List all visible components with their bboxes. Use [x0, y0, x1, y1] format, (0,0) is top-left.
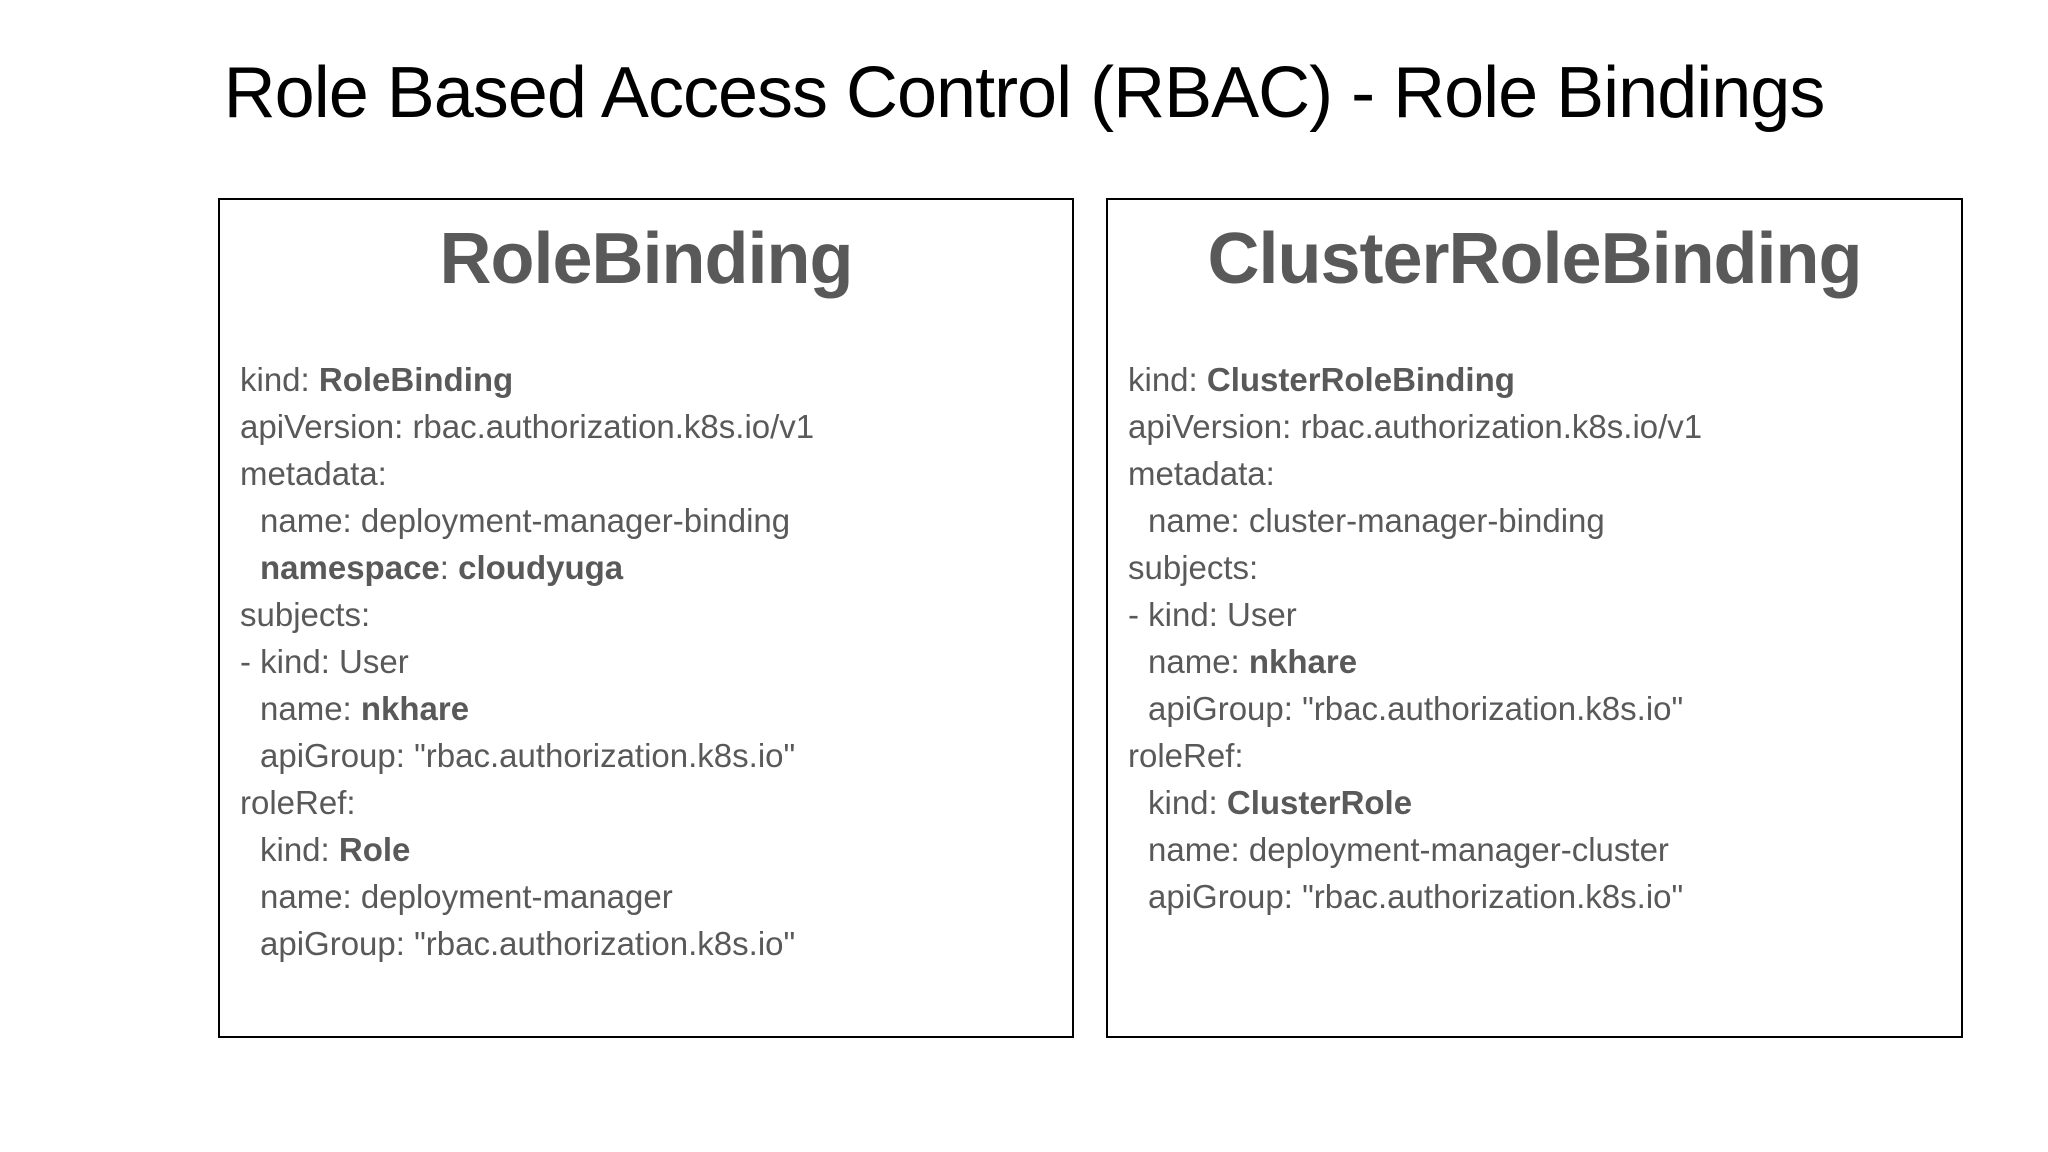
yaml-segment: apiVersion: rbac.authorization.k8s.io/v1	[1128, 408, 1703, 445]
yaml-segment-bold: cloudyuga	[458, 549, 624, 586]
yaml-line: kind: Role	[240, 826, 1062, 873]
yaml-line: roleRef:	[240, 779, 1062, 826]
yaml-line: metadata:	[1128, 450, 1951, 497]
yaml-line: kind: RoleBinding	[240, 356, 1062, 403]
yaml-segment-bold: nkhare	[1248, 643, 1358, 680]
yaml-line: apiGroup: "rbac.authorization.k8s.io"	[1128, 685, 1951, 732]
yaml-segment: kind:	[1148, 784, 1227, 821]
yaml-line: metadata:	[240, 450, 1062, 497]
rolebinding-yaml-code: kind: RoleBinding apiVersion: rbac.author…	[220, 356, 1072, 967]
yaml-line: apiVersion: rbac.authorization.k8s.io/v1	[1128, 403, 1951, 450]
yaml-line: apiGroup: "rbac.authorization.k8s.io"	[240, 732, 1062, 779]
yaml-line: name: cluster-manager-binding	[1128, 497, 1951, 544]
yaml-segment-bold: ClusterRoleBinding	[1206, 361, 1515, 398]
yaml-segment: apiGroup: "rbac.authorization.k8s.io"	[260, 925, 796, 962]
yaml-segment: - kind: User	[1128, 596, 1297, 633]
yaml-line: apiGroup: "rbac.authorization.k8s.io"	[240, 920, 1062, 967]
panel-rolebinding-heading: RoleBinding	[439, 219, 854, 299]
panel-clusterrolebinding-heading: ClusterRoleBinding	[1207, 219, 1862, 299]
yaml-line: apiGroup: "rbac.authorization.k8s.io"	[1128, 873, 1951, 920]
yaml-line: name: deployment-manager-cluster	[1128, 826, 1951, 873]
page-title: Role Based Access Control (RBAC) - Role …	[223, 53, 1826, 133]
yaml-segment: subjects:	[1128, 549, 1259, 586]
yaml-line: subjects:	[240, 591, 1062, 638]
yaml-segment: name: cluster-manager-binding	[1148, 502, 1605, 539]
yaml-segment: apiGroup: "rbac.authorization.k8s.io"	[1148, 878, 1684, 915]
yaml-line: name: deployment-manager	[240, 873, 1062, 920]
yaml-line: name: nkhare	[1128, 638, 1951, 685]
yaml-segment: metadata:	[240, 455, 387, 492]
yaml-segment: apiGroup: "rbac.authorization.k8s.io"	[260, 737, 796, 774]
yaml-line: roleRef:	[1128, 732, 1951, 779]
yaml-segment: apiVersion: rbac.authorization.k8s.io/v1	[240, 408, 815, 445]
yaml-segment: subjects:	[240, 596, 371, 633]
yaml-segment: name: deployment-manager-cluster	[1148, 831, 1669, 868]
yaml-line: namespace: cloudyuga	[240, 544, 1062, 591]
yaml-segment: name: deployment-manager	[260, 878, 673, 915]
yaml-segment: kind:	[260, 831, 339, 868]
yaml-segment: name:	[1148, 643, 1249, 680]
yaml-segment-bold: Role	[338, 831, 411, 868]
yaml-line: name: deployment-manager-binding	[240, 497, 1062, 544]
yaml-line: - kind: User	[240, 638, 1062, 685]
yaml-line: kind: ClusterRole	[1128, 779, 1951, 826]
yaml-segment-bold: ClusterRole	[1226, 784, 1413, 821]
yaml-segment: - kind: User	[240, 643, 409, 680]
yaml-segment: roleRef:	[240, 784, 356, 821]
yaml-line: name: nkhare	[240, 685, 1062, 732]
yaml-segment: apiGroup: "rbac.authorization.k8s.io"	[1148, 690, 1684, 727]
yaml-segment: roleRef:	[1128, 737, 1244, 774]
panel-rolebinding: RoleBinding kind: RoleBinding apiVersion:…	[218, 198, 1074, 1038]
yaml-line: kind: ClusterRoleBinding	[1128, 356, 1951, 403]
yaml-segment: kind:	[240, 361, 319, 398]
clusterrolebinding-yaml-code: kind: ClusterRoleBinding apiVersion: rbac…	[1108, 356, 1961, 920]
yaml-segment-bold: RoleBinding	[318, 361, 514, 398]
yaml-line: - kind: User	[1128, 591, 1951, 638]
yaml-segment: metadata:	[1128, 455, 1275, 492]
yaml-segment: kind:	[1128, 361, 1207, 398]
yaml-segment: name: deployment-manager-binding	[260, 502, 791, 539]
yaml-line: apiVersion: rbac.authorization.k8s.io/v1	[240, 403, 1062, 450]
panel-clusterrolebinding: ClusterRoleBinding kind: ClusterRoleBind…	[1106, 198, 1963, 1038]
yaml-segment: :	[439, 549, 459, 586]
yaml-line: subjects:	[1128, 544, 1951, 591]
yaml-segment-bold: nkhare	[360, 690, 470, 727]
yaml-segment-bold: namespace	[260, 549, 440, 586]
yaml-segment: name:	[260, 690, 361, 727]
